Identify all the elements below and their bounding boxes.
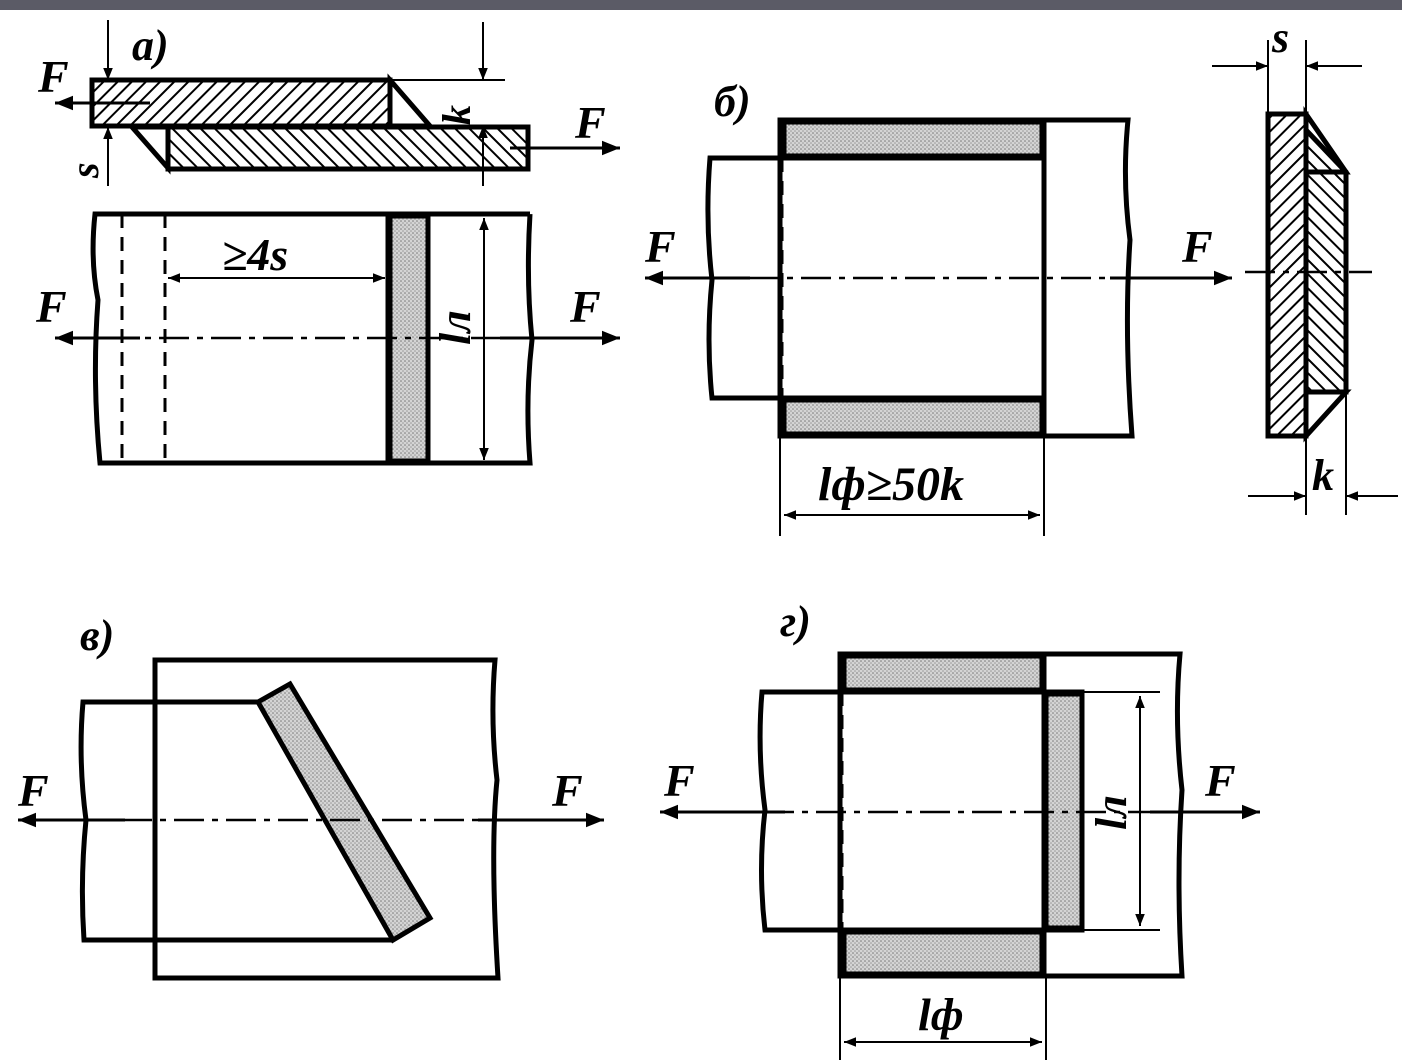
force-label-right: F (569, 281, 601, 332)
lower-plate-section (165, 124, 531, 172)
force-label-right: F (574, 97, 606, 148)
force-label-right: F (551, 765, 583, 816)
force-label-left: F (644, 221, 676, 272)
dim-k-label: k (1312, 451, 1334, 500)
view-label-v: в) (80, 611, 114, 660)
outer-plate (152, 657, 501, 981)
dim-4s-label: ≥4s (222, 229, 288, 280)
outer-plate (777, 117, 1135, 439)
dim-lf-label: lф≥50k (818, 458, 964, 511)
force-label-right: F (1204, 755, 1236, 806)
view-v: в) F F (17, 611, 604, 981)
force-label-left: F (17, 765, 49, 816)
plate-outline (90, 211, 535, 466)
view-a-section: F F а) s k (37, 20, 620, 186)
fillet-weld-upper (387, 73, 436, 129)
view-a-plan: ≥4s lл F F (35, 211, 620, 466)
fillet-weld-top (1303, 105, 1351, 175)
fillet-weld-bottom (1303, 389, 1352, 443)
fillet-weld-bottom (841, 929, 1045, 977)
plate-section-left (1265, 111, 1309, 439)
view-label-g: г) (780, 597, 811, 646)
view-a: F F а) s k ≥4s lл F F (35, 20, 620, 466)
inner-plate (757, 689, 1085, 933)
view-b: б) F F lф≥50k s (644, 13, 1398, 536)
inner-plate (705, 155, 1044, 401)
view-label-b: б) (714, 77, 751, 126)
plate-section-right (1303, 123, 1349, 395)
top-bar (0, 0, 1402, 10)
view-b-section: s k (1212, 13, 1398, 515)
force-label-left: F (35, 281, 67, 332)
view-g: г) F F lл lф (660, 597, 1260, 1060)
dim-k-label: k (434, 105, 479, 125)
force-label-left: F (663, 755, 695, 806)
outer-plate (837, 651, 1185, 979)
dim-lf-label: lф (918, 989, 964, 1040)
fillet-weld-bottom (781, 397, 1045, 437)
fillet-weld-lower (126, 124, 171, 175)
view-label-a: а) (132, 21, 169, 70)
fillet-weld-top (781, 119, 1045, 159)
dim-ll-label: lл (1087, 795, 1136, 830)
dim-s-label: s (1271, 13, 1289, 62)
fillet-weld-top (841, 653, 1045, 693)
dim-s-label: s (62, 162, 107, 179)
dim-ll-label: lл (431, 310, 480, 345)
force-label-left: F (37, 51, 69, 102)
oblique-fillet-weld (254, 680, 434, 944)
force-label-right: F (1181, 221, 1213, 272)
